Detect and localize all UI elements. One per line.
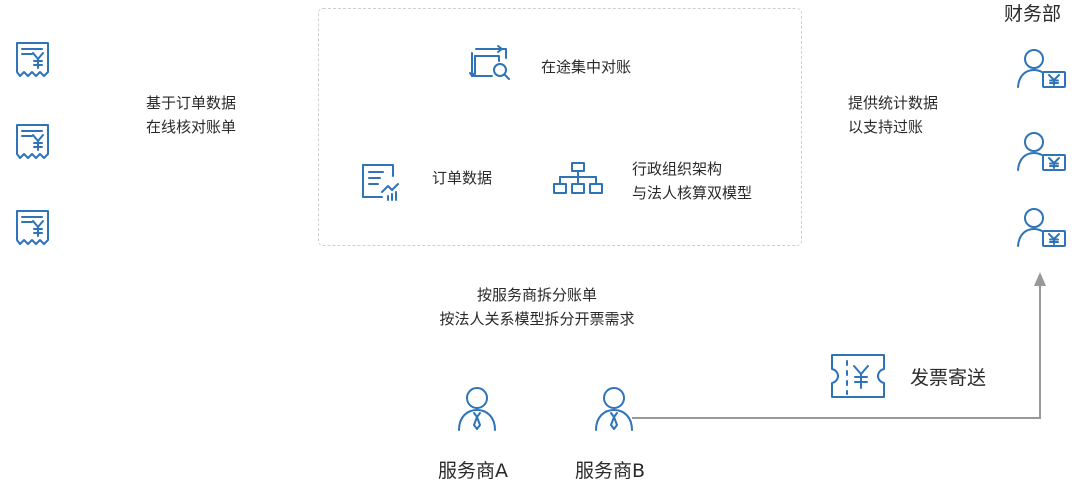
left-caption: 基于订单数据 在线核对账单 <box>146 94 237 136</box>
finance-user-icon <box>1017 49 1066 88</box>
split-caption: 按服务商拆分账单 按法人关系模型拆分开票需求 <box>439 286 635 328</box>
reconcile-search-icon <box>469 45 510 80</box>
provider-b-label: 服务商B <box>575 460 646 482</box>
provider-a-label: 服务商A <box>438 460 508 482</box>
invoice-yen-icon <box>831 354 885 398</box>
finance-user-icon <box>1017 208 1066 247</box>
bill-yen-icon <box>16 124 49 159</box>
org-chart-icon <box>553 162 603 194</box>
order-data-chart-icon <box>362 164 399 201</box>
reconciliation-box <box>318 8 802 246</box>
finance-user-icon <box>1017 132 1066 171</box>
invoice-send-label: 发票寄送 <box>910 367 987 389</box>
org-model-label: 行政组织架构 与法人核算双模型 <box>632 160 753 202</box>
bill-yen-icon <box>16 210 49 245</box>
order-data-label: 订单数据 <box>432 169 493 187</box>
bill-yen-icon <box>16 42 49 77</box>
finance-dept-title: 财务部 <box>1004 3 1062 25</box>
provider-user-icon <box>595 387 633 431</box>
right-caption: 提供统计数据 以支持过账 <box>848 94 939 136</box>
center-title: 在途集中对账 <box>541 58 632 76</box>
provider-user-icon <box>458 387 496 431</box>
